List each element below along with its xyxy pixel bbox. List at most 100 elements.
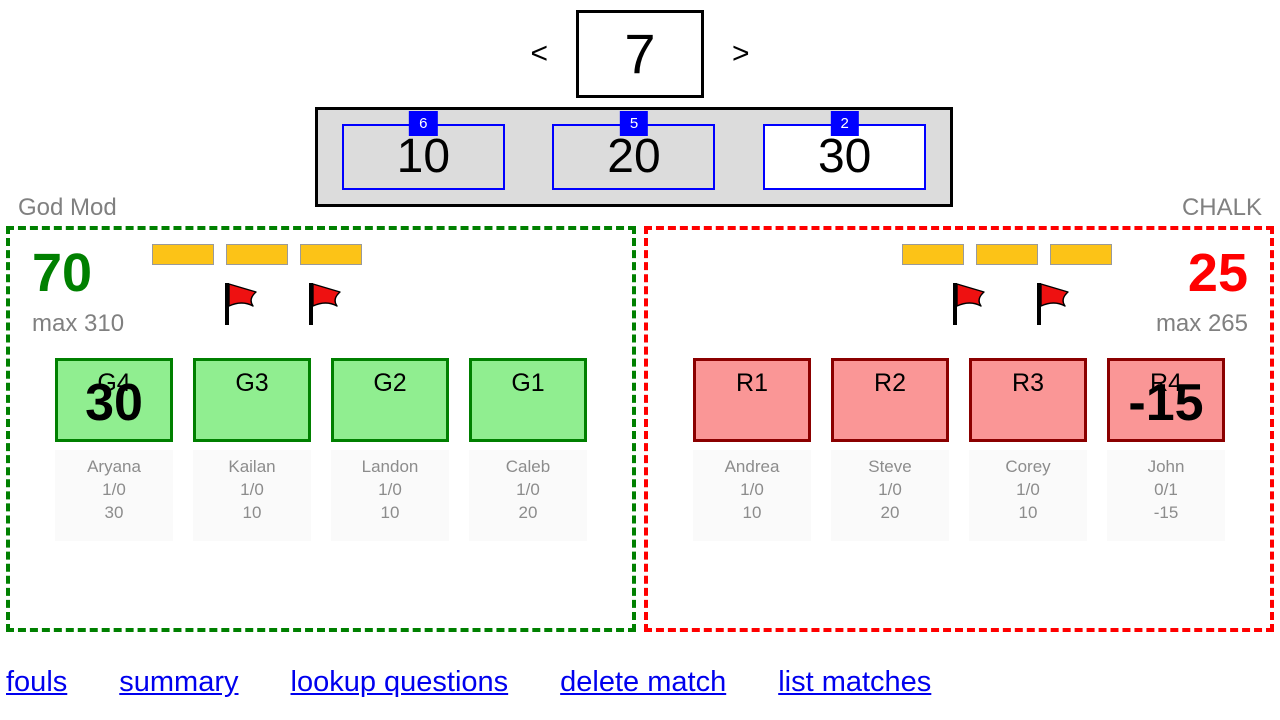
player-name: Aryana bbox=[87, 457, 141, 476]
player-record: 1/0 bbox=[102, 479, 126, 499]
player-points: 10 bbox=[380, 502, 400, 522]
value-option-count-badge: 6 bbox=[409, 111, 438, 136]
right-team-fouls bbox=[950, 280, 1072, 325]
player-info: Kailan 1/0 10 bbox=[193, 450, 311, 541]
player-info: Corey 1/0 10 bbox=[969, 450, 1087, 541]
player-name: Kailan bbox=[228, 457, 276, 476]
player-name: Landon bbox=[361, 457, 419, 476]
timeout-indicator[interactable] bbox=[152, 244, 214, 265]
player-info: Caleb 1/0 20 bbox=[469, 450, 587, 541]
value-option-number: 20 bbox=[607, 130, 661, 183]
player-slot-label: R2 bbox=[874, 369, 906, 397]
player-slot-button[interactable]: R1 bbox=[693, 358, 811, 442]
foul-flag-icon[interactable] bbox=[306, 280, 344, 325]
right-team-name: CHALK bbox=[1181, 194, 1262, 221]
right-team-timeouts bbox=[902, 244, 1112, 265]
footer-links: fouls summary lookup questions delete match… bbox=[0, 668, 1280, 697]
left-team-name: God Mod bbox=[18, 194, 117, 221]
footer-link-fouls[interactable]: fouls bbox=[6, 666, 68, 698]
left-team-score: 70 bbox=[32, 243, 93, 303]
footer-link-summary[interactable]: summary bbox=[119, 666, 239, 698]
player-slot-label: R3 bbox=[1012, 369, 1044, 397]
foul-flag-icon[interactable] bbox=[1034, 280, 1072, 325]
player-slot-button[interactable]: R4-15 bbox=[1107, 358, 1225, 442]
footer-link-lookup-questions[interactable]: lookup questions bbox=[290, 666, 509, 698]
player-info: Landon 1/0 10 bbox=[331, 450, 449, 541]
timeout-indicator[interactable] bbox=[1050, 244, 1112, 265]
right-team-max-score: max 265 bbox=[1155, 310, 1248, 337]
player-record: 1/0 bbox=[378, 479, 402, 499]
player-record: 0/1 bbox=[1154, 479, 1178, 499]
foul-flag-icon[interactable] bbox=[222, 280, 260, 325]
player-slot-button[interactable]: G3 bbox=[193, 358, 311, 442]
player-points: 10 bbox=[742, 502, 762, 522]
player-points: 20 bbox=[518, 502, 538, 522]
player-name: Andrea bbox=[724, 457, 780, 476]
player-name: John bbox=[1147, 457, 1185, 476]
left-team-max-score: max 310 bbox=[32, 310, 125, 337]
footer-link-list-matches[interactable]: list matches bbox=[778, 666, 932, 698]
player-record: 1/0 bbox=[516, 479, 540, 499]
player-points: 30 bbox=[104, 502, 124, 522]
player-slot-button[interactable]: R2 bbox=[831, 358, 949, 442]
timeout-indicator[interactable] bbox=[976, 244, 1038, 265]
player-slot-label: R4 bbox=[1150, 369, 1182, 397]
player-record: 1/0 bbox=[740, 479, 764, 499]
value-option-count-badge: 5 bbox=[619, 111, 649, 136]
footer-link-delete-match[interactable]: delete match bbox=[560, 666, 727, 698]
player-points: 10 bbox=[1018, 502, 1038, 522]
timeout-indicator[interactable] bbox=[300, 244, 362, 265]
value-option-number: 30 bbox=[817, 130, 872, 183]
player-slot-label: G3 bbox=[235, 369, 269, 397]
left-team-timeouts bbox=[152, 244, 362, 265]
player-slot-label: R1 bbox=[736, 369, 768, 397]
player-record: 1/0 bbox=[1016, 479, 1040, 499]
player-name: Corey bbox=[1005, 457, 1051, 476]
player-points: 20 bbox=[880, 502, 900, 522]
value-option-number: 10 bbox=[396, 130, 451, 183]
timeout-indicator[interactable] bbox=[902, 244, 964, 265]
player-record: 1/0 bbox=[240, 479, 264, 499]
right-team-score: 25 bbox=[1187, 243, 1248, 303]
player-slot-label: G1 bbox=[511, 369, 545, 397]
current-question-box[interactable]: 7 bbox=[576, 10, 704, 98]
next-question-button[interactable]: > bbox=[732, 37, 750, 70]
player-info: Aryana 1/0 30 bbox=[55, 450, 173, 541]
prev-question-button[interactable]: < bbox=[530, 37, 548, 70]
foul-flag-icon[interactable] bbox=[950, 280, 988, 325]
player-slot-button[interactable]: G2 bbox=[331, 358, 449, 442]
player-points: 10 bbox=[242, 502, 262, 522]
value-option-count-badge: 2 bbox=[830, 111, 859, 136]
player-info: John 0/1 -15 bbox=[1107, 450, 1225, 541]
player-name: Steve bbox=[868, 457, 912, 476]
player-info: Andrea 1/0 10 bbox=[693, 450, 811, 541]
player-slot-button[interactable]: G1 bbox=[469, 358, 587, 442]
current-question-number: 7 bbox=[624, 22, 656, 85]
question-navigator: < 7 > bbox=[0, 10, 1280, 98]
left-team-fouls bbox=[222, 280, 344, 325]
timeout-indicator[interactable] bbox=[226, 244, 288, 265]
player-slot-label: G2 bbox=[373, 369, 407, 397]
player-name: Caleb bbox=[505, 457, 551, 476]
player-points: -15 bbox=[1153, 502, 1179, 522]
player-slot-button[interactable]: R3 bbox=[969, 358, 1087, 442]
